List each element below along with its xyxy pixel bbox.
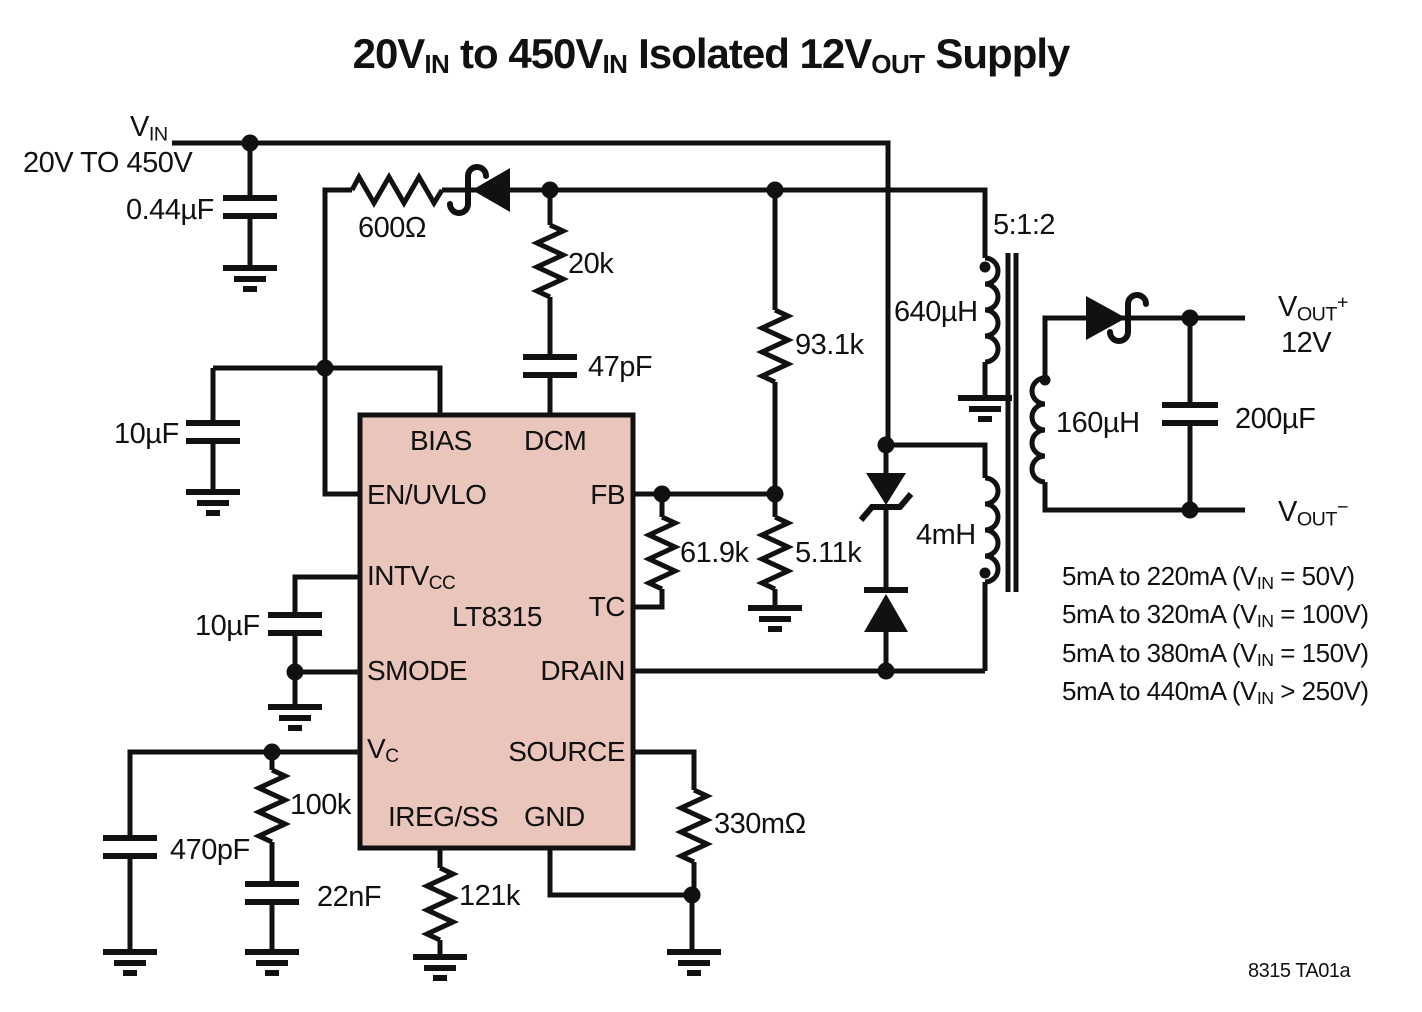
vout-plus-label: VOUT+ bbox=[1278, 291, 1348, 326]
secondary-winding-coil bbox=[1029, 375, 1046, 485]
ground-symbol bbox=[413, 954, 467, 981]
figure-id: 8315 TA01a bbox=[1248, 960, 1351, 982]
resistor-5k11-label: 5.11k bbox=[795, 537, 862, 569]
output-current-list: 5mA to 220mA (VIN = 50V) 5mA to 320mA (V… bbox=[1062, 561, 1369, 715]
resistor-121k bbox=[421, 865, 459, 943]
diode-output-rectifier bbox=[1086, 292, 1149, 344]
capacitor-22nf bbox=[245, 881, 299, 905]
wire-gnd-pin bbox=[547, 848, 695, 952]
wire-61k9-leads bbox=[632, 494, 665, 610]
ic-part-number: LT8315 bbox=[452, 601, 542, 632]
vout-minus-label: VOUT− bbox=[1278, 496, 1348, 531]
resistor-330mohm bbox=[675, 787, 713, 865]
ground-symbol bbox=[667, 949, 721, 976]
diode-bias-rectifier bbox=[447, 164, 510, 216]
wire-primary-top bbox=[886, 442, 988, 478]
capacitor-10uf-intvcc bbox=[268, 612, 322, 636]
capacitor-10uf-bias-label: 10µF bbox=[114, 418, 179, 450]
resistor-600ohm bbox=[349, 171, 445, 209]
ic-pin-intvcc: INTVCC bbox=[367, 560, 456, 595]
ground-symbol bbox=[186, 489, 240, 516]
wire-bias-winding-line bbox=[442, 187, 988, 258]
capacitor-0.44uf-label: 0.44µF bbox=[126, 194, 214, 226]
resistor-600ohm-label: 600Ω bbox=[358, 212, 427, 244]
schematic-title: 20VIN to 450VIN Isolated 12VOUT Supply bbox=[352, 30, 1071, 80]
resistor-20k-label: 20k bbox=[568, 248, 614, 280]
ic-pin-bias: BIAS bbox=[410, 425, 472, 456]
ic-pin-dcm: DCM bbox=[524, 425, 587, 456]
wire-bias-pin bbox=[213, 365, 443, 415]
phase-dot bbox=[979, 261, 991, 273]
wire-vout-minus-rail bbox=[1042, 482, 1245, 513]
primary-winding-coil bbox=[984, 475, 1001, 585]
resistor-121k-label: 121k bbox=[459, 880, 520, 912]
output-current-line: 5mA to 320mA (VIN = 100V) bbox=[1062, 599, 1369, 632]
capacitor-470pf bbox=[103, 835, 157, 859]
vout-voltage-label: 12V bbox=[1281, 327, 1332, 359]
ic-pin-smode: SMODE bbox=[367, 655, 468, 686]
resistor-100k-label: 100k bbox=[290, 789, 351, 821]
ic-pin-source: SOURCE bbox=[508, 736, 625, 767]
ic-body bbox=[357, 412, 636, 851]
output-current-line: 5mA to 220mA (VIN = 50V) bbox=[1062, 561, 1355, 593]
ic-pin-drain: DRAIN bbox=[540, 655, 625, 686]
output-current-line: 5mA to 440mA (VIN > 250V) bbox=[1062, 676, 1369, 708]
phase-dot bbox=[1039, 374, 1051, 386]
ground-symbol bbox=[748, 605, 802, 632]
resistor-20k bbox=[531, 222, 569, 300]
junction-dots bbox=[241, 134, 1199, 904]
wire-vc-node bbox=[127, 749, 360, 952]
capacitor-22nf-label: 22nF bbox=[317, 881, 382, 913]
capacitor-470pf-label: 470pF bbox=[170, 834, 250, 866]
capacitor-47pf bbox=[523, 354, 577, 378]
resistor-93k1 bbox=[756, 307, 794, 385]
capacitor-10uf-bias bbox=[186, 420, 240, 444]
transformer bbox=[979, 253, 1051, 592]
ic-pin-fb: FB bbox=[590, 479, 625, 510]
ic-pin-tc: TC bbox=[588, 591, 626, 622]
secondary-winding-label: 160µH bbox=[1056, 407, 1140, 439]
vin-label: VIN bbox=[130, 111, 168, 146]
resistor-100k bbox=[253, 767, 291, 845]
ic-pin-vc: VC bbox=[367, 733, 399, 768]
resistor-330mohm-label: 330mΩ bbox=[714, 808, 806, 840]
ic-pin-gnd: GND bbox=[524, 801, 585, 832]
resistor-61k9 bbox=[643, 514, 681, 592]
ic-pin-en-uvlo: EN/UVLO bbox=[367, 479, 487, 510]
resistor-61k9-label: 61.9k bbox=[680, 537, 749, 569]
capacitor-47pf-label: 47pF bbox=[588, 351, 653, 383]
bias-winding-coil bbox=[984, 255, 1001, 365]
turns-ratio-label: 5:1:2 bbox=[993, 209, 1056, 241]
ground-symbol bbox=[223, 265, 277, 292]
resistor-5k11 bbox=[756, 514, 794, 592]
ground-symbol bbox=[103, 949, 157, 976]
ground-symbol bbox=[958, 395, 1012, 422]
capacitor-200uf-label: 200µF bbox=[1235, 403, 1316, 435]
capacitor-0.44uf bbox=[223, 195, 277, 219]
bias-winding-label: 640µH bbox=[894, 296, 978, 328]
clamp-blocking-diode bbox=[864, 587, 908, 632]
capacitor-200uf bbox=[1162, 402, 1218, 426]
wire-vin-rail bbox=[172, 140, 891, 445]
ic-pin-iregss: IREG/SS bbox=[388, 801, 499, 832]
primary-winding-label: 4mH bbox=[916, 519, 976, 551]
output-current-line: 5mA to 380mA (VIN = 150V) bbox=[1062, 637, 1369, 670]
wire-intvcc-smode bbox=[292, 574, 360, 707]
wire-source-leads bbox=[632, 749, 697, 895]
wire-bias-en-node bbox=[322, 187, 360, 497]
wire-secondary-top bbox=[1042, 315, 1245, 378]
vin-range-label: 20V TO 450V bbox=[23, 147, 193, 179]
zener-clamp-diode bbox=[858, 473, 914, 522]
capacitor-10uf-intvcc-label: 10µF bbox=[195, 610, 260, 642]
ground-symbol bbox=[268, 704, 322, 731]
ground-symbol bbox=[245, 949, 299, 976]
phase-dot bbox=[979, 567, 991, 579]
resistor-93k1-label: 93.1k bbox=[795, 329, 864, 361]
transformer-core bbox=[1005, 253, 1019, 592]
